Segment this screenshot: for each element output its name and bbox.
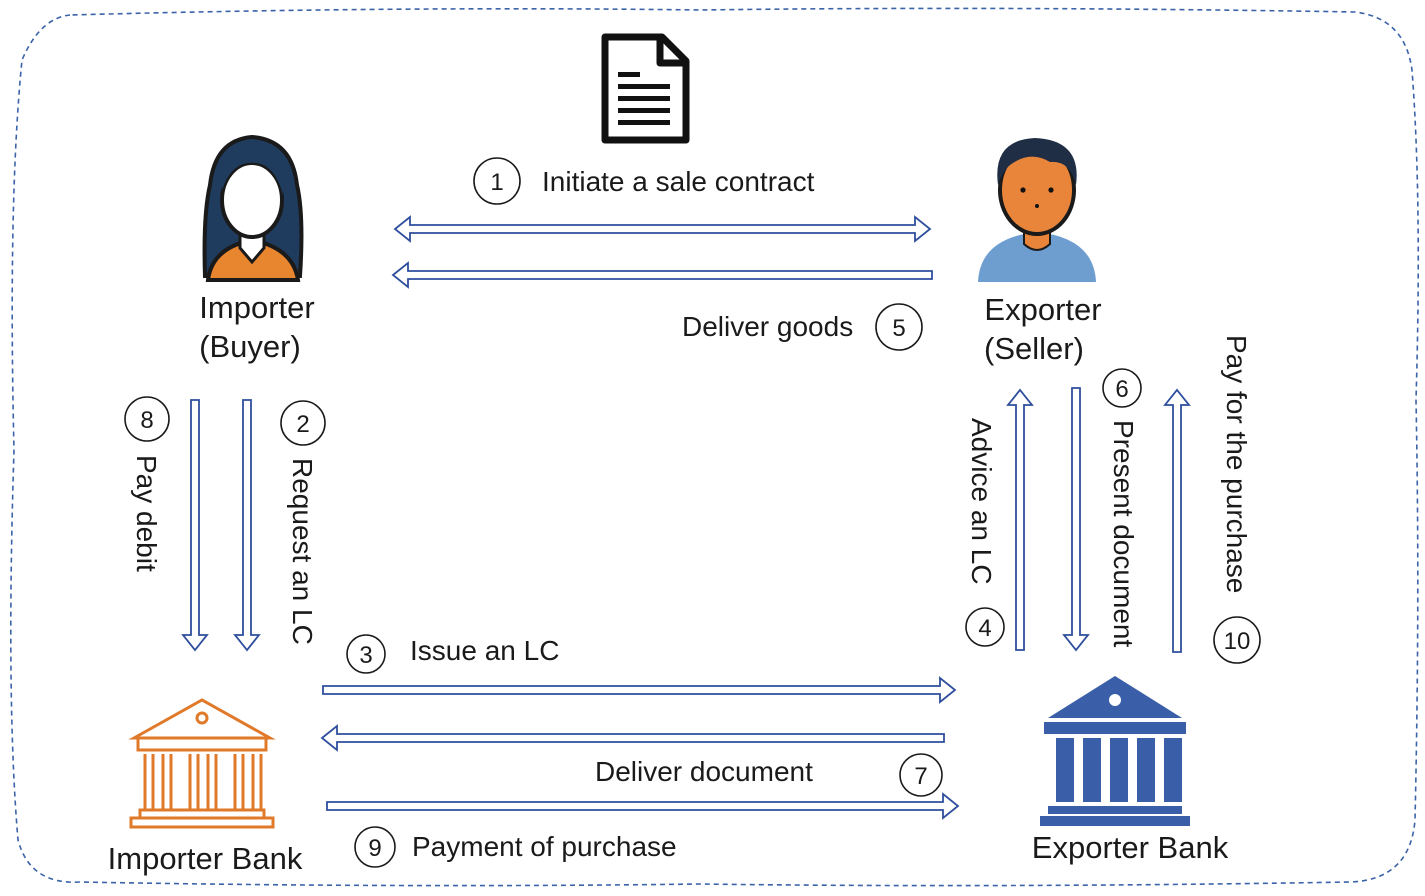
- importer-role: (Buyer): [199, 329, 301, 364]
- step-4-label: Advice an LC: [966, 418, 997, 585]
- man-avatar-icon: [978, 138, 1096, 282]
- arrow-advice-lc: [1006, 388, 1034, 651]
- document-icon: [601, 33, 690, 144]
- step-1-number: 1: [490, 169, 503, 196]
- woman-avatar-icon: [202, 134, 304, 282]
- step-3-number: 3: [359, 642, 372, 669]
- step-2-label: Request an LC: [287, 458, 318, 645]
- arrow-sale-contract: [393, 215, 932, 243]
- arrow-issue-lc: [322, 676, 957, 704]
- arrow-deliver-document: [320, 724, 945, 752]
- step-6-label: Present document: [1108, 420, 1139, 647]
- dashed-border: [10, 7, 1420, 887]
- exporter-bank-label: Exporter Bank: [1032, 830, 1229, 865]
- step-3-circle: [346, 634, 386, 674]
- step-9-number: 9: [368, 835, 381, 862]
- arrow-request-lc: [233, 399, 261, 652]
- step-1-circle: [473, 157, 521, 205]
- step-10-circle: [1213, 616, 1261, 664]
- step-5-circle: [875, 303, 923, 351]
- arrow-present-document: [1062, 387, 1090, 652]
- step-4-circle: [965, 607, 1005, 647]
- step-8-number: 8: [140, 407, 153, 434]
- importer-bank-label: Importer Bank: [108, 841, 303, 876]
- step-5-number: 5: [892, 315, 905, 342]
- exporter-name: Exporter: [984, 292, 1101, 327]
- arrow-pay-debit: [181, 399, 209, 652]
- step-7-circle: [899, 753, 943, 797]
- step-10-label: Pay for the purchase: [1221, 335, 1252, 593]
- step-2-circle: [280, 400, 326, 446]
- bank-outline-icon: [128, 698, 276, 829]
- step-9-label: Payment of purchase: [412, 831, 677, 862]
- importer-name: Importer: [199, 290, 314, 325]
- step-2-number: 2: [296, 411, 309, 438]
- step-8-circle: [124, 396, 170, 442]
- step-10-number: 10: [1224, 628, 1251, 655]
- exporter-role: (Seller): [984, 331, 1084, 366]
- step-7-number: 7: [914, 763, 927, 790]
- step-3-label: Issue an LC: [410, 635, 559, 666]
- step-8-label: Pay debit: [131, 455, 162, 572]
- step-9-circle: [354, 826, 396, 868]
- step-6-number: 6: [1115, 376, 1128, 403]
- step-1-label: Initiate a sale contract: [542, 166, 815, 197]
- arrow-deliver-goods: [391, 261, 933, 289]
- step-7-label: Deliver document: [595, 756, 813, 787]
- step-4-number: 4: [978, 615, 991, 642]
- arrow-payment-purchase: [326, 792, 960, 820]
- step-6-circle: [1102, 368, 1142, 408]
- arrow-pay-purchase: [1163, 388, 1191, 653]
- step-5-label: Deliver goods: [682, 311, 853, 342]
- bank-solid-icon: [1040, 676, 1190, 826]
